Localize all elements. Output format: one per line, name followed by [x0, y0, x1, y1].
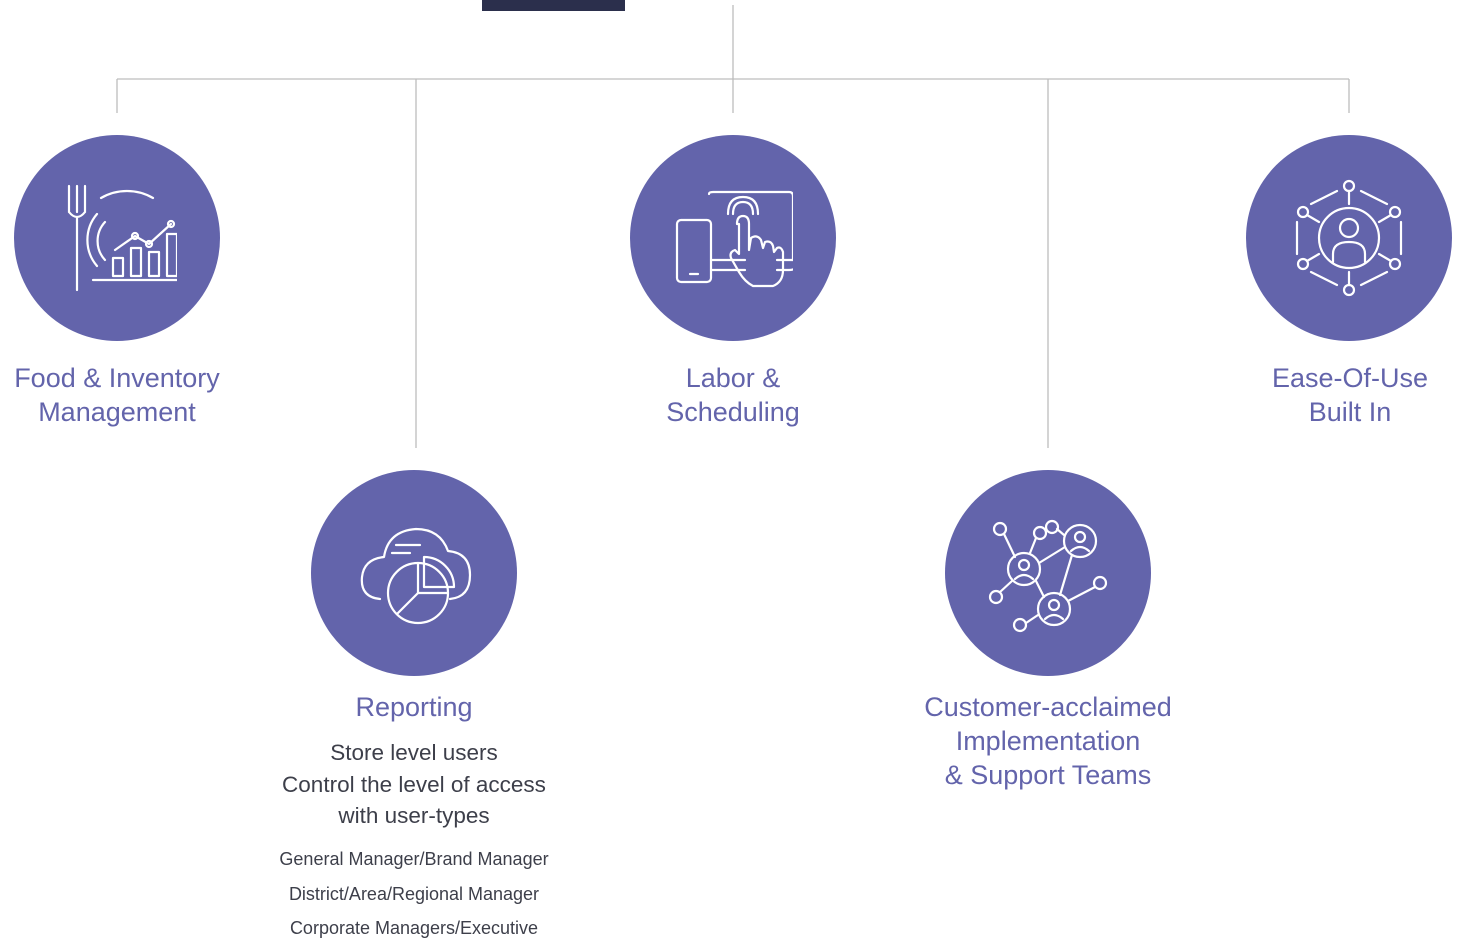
support-teams-circle[interactable] — [945, 470, 1151, 676]
support-teams-title-line-2: Implementation — [955, 726, 1141, 756]
food-inventory-title-line-1: Food & Inventory — [14, 363, 220, 393]
ease-of-use-title: Ease-Of-Use Built In — [1190, 361, 1459, 429]
user-type-item: General Manager/Brand Manager — [279, 849, 549, 869]
reporting-desc-line-1: Store level users — [330, 740, 498, 765]
labor-scheduling-title-line-1: Labor & — [685, 363, 781, 393]
user-type-item: Corporate Managers/Executive — [289, 918, 539, 938]
food-inventory-title-line-2: Management — [38, 397, 196, 427]
ease-of-use-title-line-2: Built In — [1308, 397, 1392, 427]
cloud-pie-chart-icon — [360, 527, 472, 625]
plate-fork-chart-icon — [67, 184, 177, 292]
people-network-icon — [988, 519, 1108, 633]
labor-scheduling-circle[interactable] — [630, 135, 836, 341]
reporting-circle[interactable] — [311, 470, 517, 676]
support-teams-title-line-1: Customer-acclaimed — [924, 692, 1172, 722]
ease-of-use-title-line-1: Ease-Of-Use — [1271, 363, 1429, 393]
reporting-description: Store level users Control the level of a… — [234, 737, 594, 832]
devices-touch-icon — [675, 190, 793, 288]
support-teams-title-line-3: & Support Teams — [944, 760, 1152, 790]
support-teams-title: Customer-acclaimed Implementation & Supp… — [888, 690, 1208, 792]
ease-of-use-circle[interactable] — [1246, 135, 1452, 341]
food-inventory-title: Food & Inventory Management — [0, 361, 277, 429]
root-node-box — [482, 0, 625, 11]
reporting-user-types: General Manager/Brand Manager District/A… — [224, 842, 604, 946]
food-inventory-circle[interactable] — [14, 135, 220, 341]
reporting-title-line-1: Reporting — [355, 692, 473, 722]
reporting-desc-line-3: with user-types — [338, 803, 490, 828]
user-type-item: District/Area/Regional Manager — [288, 883, 540, 904]
reporting-title: Reporting — [254, 690, 574, 724]
reporting-desc-line-2: Control the level of access — [282, 771, 546, 797]
labor-scheduling-title-line-2: Scheduling — [666, 397, 800, 427]
user-network-icon — [1295, 179, 1403, 297]
labor-scheduling-title: Labor & Scheduling — [573, 361, 893, 429]
